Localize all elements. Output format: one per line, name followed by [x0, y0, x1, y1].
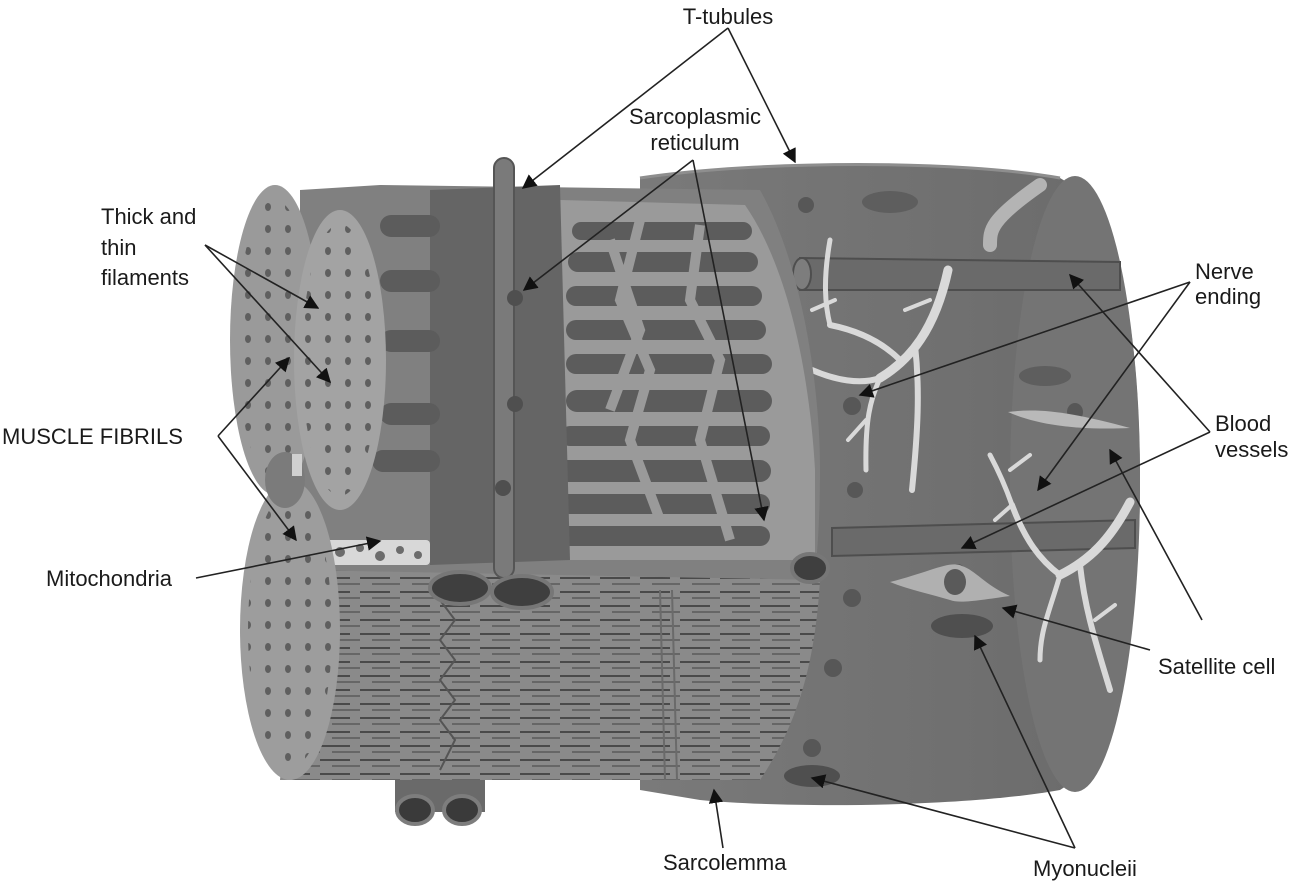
- label-nerve-line2: ending: [1195, 284, 1261, 309]
- sarcoplasmic-reticulum: [540, 200, 815, 560]
- label-muscle-fibrils: MUSCLE FIBRILS: [2, 424, 183, 449]
- label-myonucleii: Myonucleii: [1033, 856, 1137, 881]
- labels: T-tubules Sarcoplasmic reticulum Thick a…: [2, 4, 1288, 881]
- myonucleus-1: [931, 614, 993, 638]
- nucleus-mid: [1019, 366, 1071, 386]
- label-sarcoplasmic-line1: Sarcoplasmic: [629, 104, 761, 129]
- label-sarcolemma: Sarcolemma: [663, 850, 787, 875]
- label-thick-line2: thin: [101, 235, 136, 260]
- bottom-tubules: [395, 552, 830, 826]
- label-sarcoplasmic-line2: reticulum: [650, 130, 739, 155]
- surface-streak: [1008, 410, 1130, 429]
- label-thick-line3: filaments: [101, 265, 189, 290]
- label-mitochondria: Mitochondria: [46, 566, 173, 591]
- label-t-tubules: T-tubules: [683, 4, 774, 29]
- label-blood-line1: Blood: [1215, 411, 1271, 436]
- label-thick-line1: Thick and: [101, 204, 196, 229]
- label-satellite-cell: Satellite cell: [1158, 654, 1275, 679]
- leader-lines: [195, 27, 1211, 849]
- nucleus-top: [862, 191, 918, 213]
- surface-pits: [798, 197, 1083, 757]
- label-nerve-line1: Nerve: [1195, 259, 1254, 284]
- muscle-fibrils: [230, 185, 386, 780]
- satellite-cell: [890, 564, 1010, 602]
- label-blood-line2: vessels: [1215, 437, 1288, 462]
- nerve-endings: [809, 237, 1135, 693]
- t-tubule-vertical: [493, 157, 523, 579]
